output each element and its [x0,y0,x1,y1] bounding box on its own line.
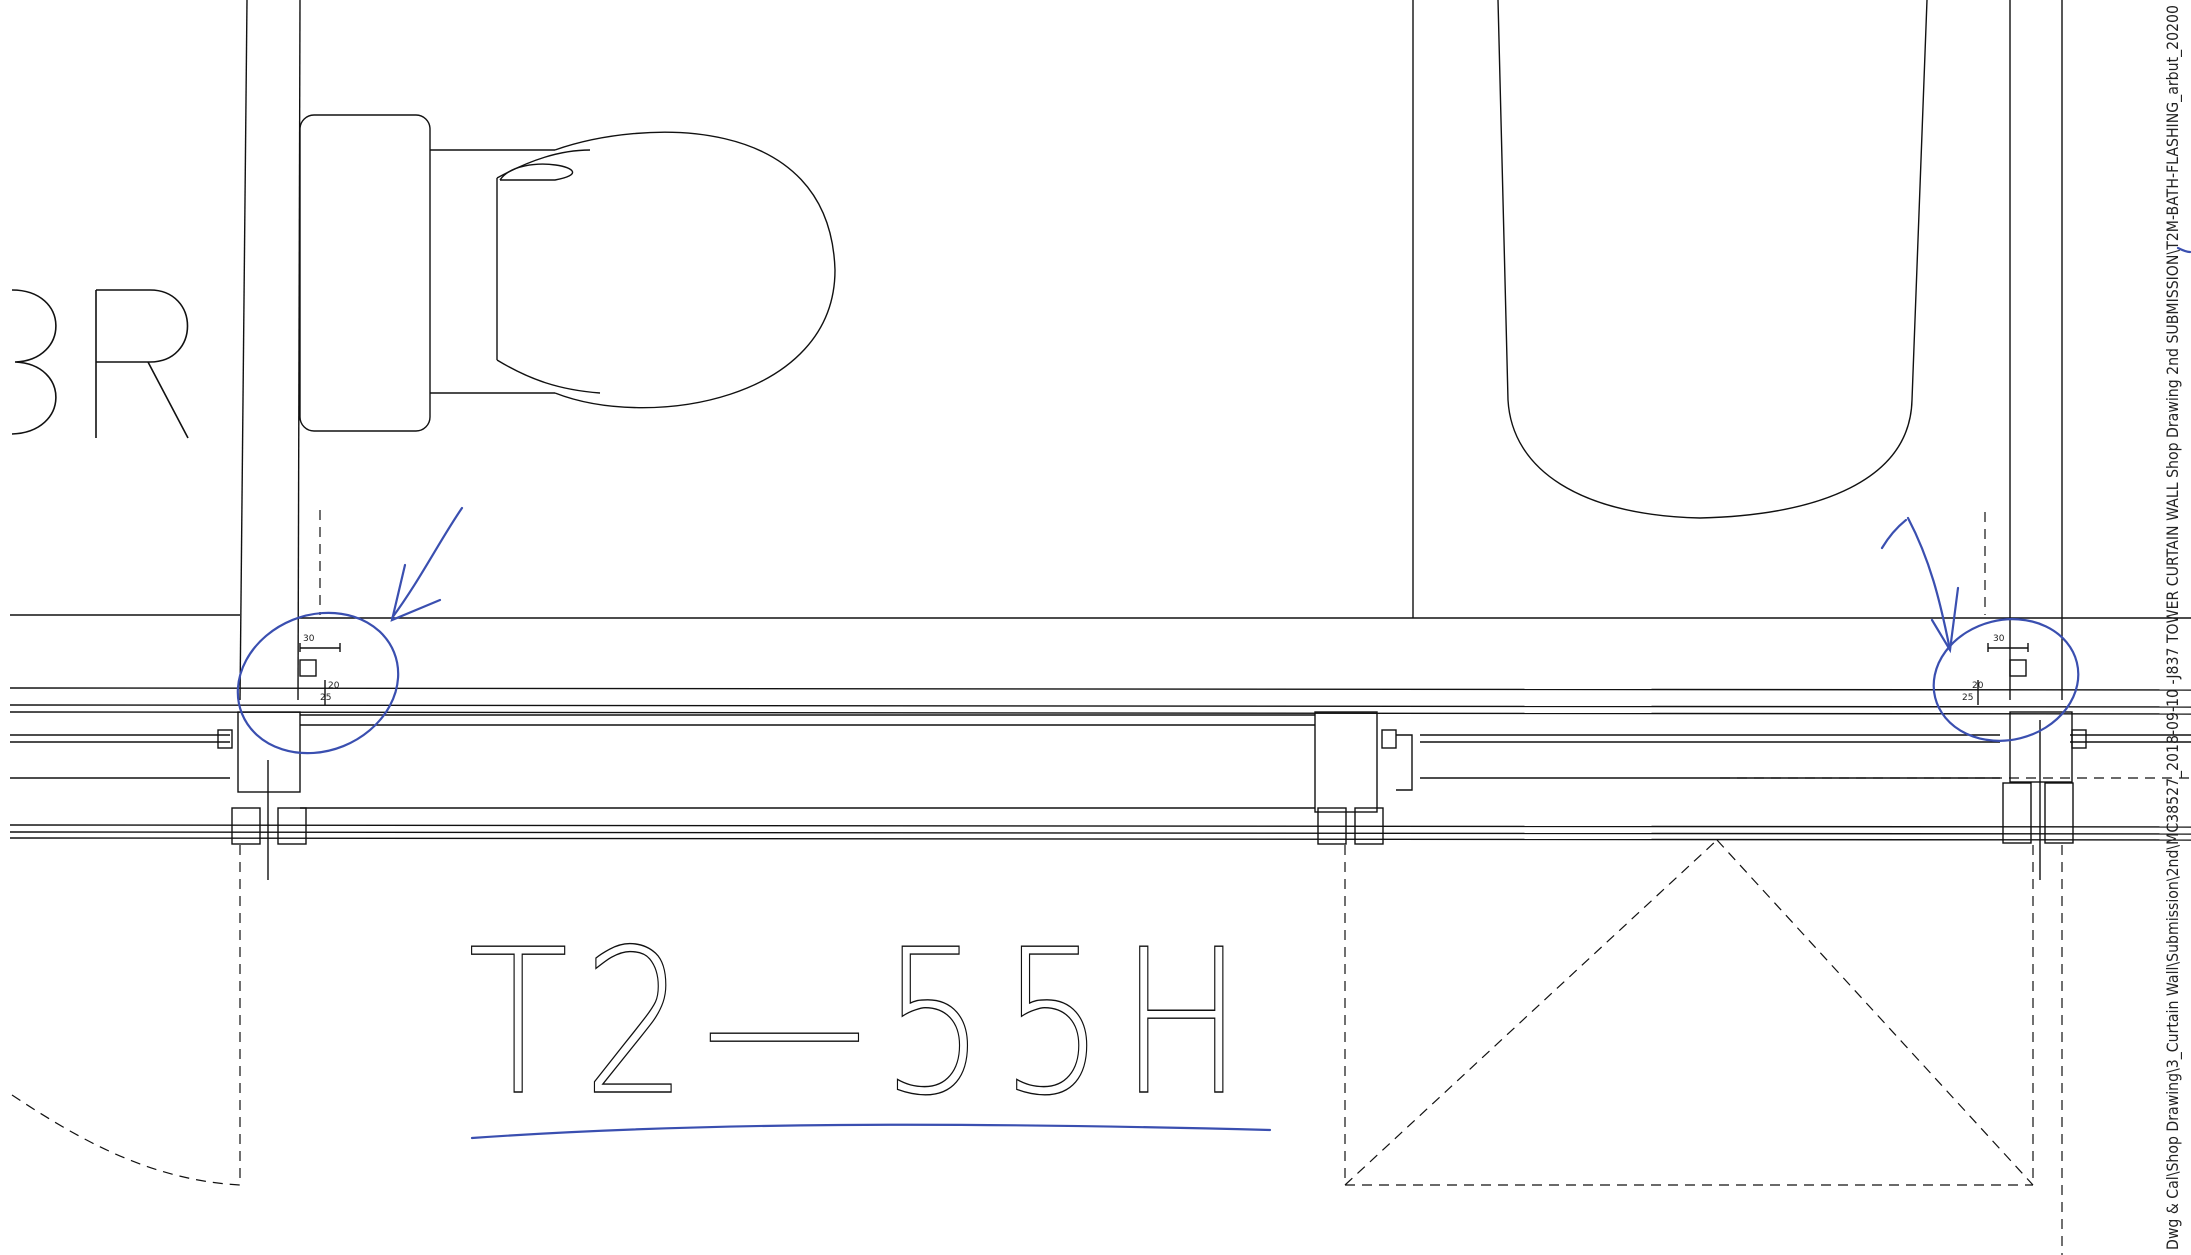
room-label: T2—55H [468,907,1258,1140]
dimension-right-h1: 25 [1962,693,1973,703]
dimension-left-width: 30 [303,634,315,644]
hidden-lines [11,510,2191,1255]
dimension-left-h1: 25 [320,693,331,703]
dimension-right-h2: 20 [1972,681,1984,691]
dimension-right-width: 30 [1993,634,2005,644]
plan-linework [9,0,2191,880]
pen-markup [236,246,2191,1140]
dimension-left-h2: 20 [328,681,340,691]
file-path-note: Dwg & Cal\Shop Drawing\3_Curtain Wall\Su… [2163,5,2183,1250]
